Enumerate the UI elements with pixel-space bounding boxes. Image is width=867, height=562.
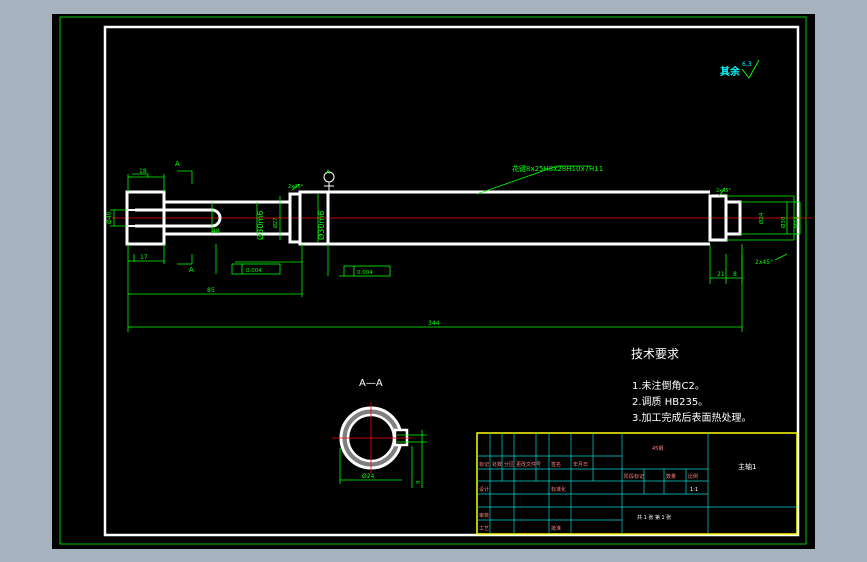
dim-right-dia-1: Ø30	[780, 216, 787, 228]
dim-left-dia: Ø40	[106, 211, 113, 224]
tb-sheet-note: 共 1 张 第 1 张	[637, 514, 671, 521]
dim-journal-1: Ø30m6	[255, 211, 265, 240]
left-end-segment	[125, 190, 166, 246]
tb-label-change: 更改文件号	[516, 461, 541, 468]
title-block: 标记 处数 分区 更改文件号 签名 年月日 设计 标准化 审核 工艺 批准 阶段…	[476, 432, 798, 535]
section-label: A—A	[359, 378, 383, 389]
shaft-drawing: 其余 6.3	[59, 16, 812, 545]
dim-total: 344	[428, 320, 440, 327]
tb-part-name: 主轴1	[738, 462, 756, 471]
section-keyway	[393, 428, 409, 447]
outer-frame	[59, 16, 807, 545]
tech-title: 技术要求	[631, 347, 679, 361]
section-dim-depth: Ø24	[362, 473, 375, 480]
tech-item-1: 1.未注倒角C2。	[632, 379, 705, 392]
tb-label-count: 处数	[492, 461, 502, 468]
tb-qty: 数量	[666, 473, 676, 480]
dim-right-dia-3: M24	[794, 216, 800, 228]
dim-journal-2: Ø30m6	[316, 211, 326, 240]
keyway-slot	[135, 208, 222, 228]
cad-viewport[interactable]: 其余 6.3	[52, 14, 815, 549]
journal-2-segment	[298, 190, 330, 246]
tb-label-zone: 分区	[504, 461, 514, 468]
tb-label-sign: 签名	[551, 461, 561, 468]
tb-scale-label: 比例	[688, 473, 698, 480]
tb-approve: 批准	[551, 525, 561, 532]
tb-material: 45钢	[652, 445, 663, 452]
section-marker-bottom: A	[189, 266, 194, 274]
tolerance-frame-1: 0.004	[231, 263, 281, 275]
section-dim-key: 9	[416, 480, 422, 484]
surface-finish-note: 其余 6.3	[720, 59, 760, 79]
dim-span-85: 85	[207, 287, 215, 294]
dim-right-dia-2: Ø24	[758, 212, 765, 224]
tb-check: 审核	[479, 512, 489, 519]
tb-stage: 阶段标记	[624, 473, 644, 480]
tb-process: 工艺	[479, 526, 489, 532]
dim-right-1: 21	[717, 271, 725, 278]
dimension-lines	[110, 165, 801, 332]
dim-left-len: 18	[139, 168, 147, 175]
dim-section-dia: Ø27	[272, 218, 279, 228]
shaft-body	[125, 190, 742, 246]
tech-item-2: 2.调质 HB235。	[632, 396, 708, 408]
finish-value: 6.3	[742, 61, 752, 68]
dim-slot-len: 17	[140, 254, 148, 261]
dim-chamfer-2: 2x45°	[716, 188, 732, 194]
dim-slot-width: 48	[212, 228, 220, 235]
section-view: Ø24 9	[332, 402, 427, 488]
inner-frame	[103, 25, 800, 537]
tb-label-mark: 标记	[479, 461, 489, 468]
tb-label-date: 年月日	[573, 461, 588, 468]
tb-standard: 标准化	[551, 486, 566, 493]
tol-1-value: 0.004	[246, 268, 262, 274]
section-marker-top: A	[175, 160, 180, 168]
dim-chamfer-1: 2x45°	[288, 184, 304, 190]
tolerance-frame-2: 0.004	[343, 265, 391, 277]
dim-chamfer-3: 2x45°	[755, 259, 773, 266]
dimension-texts: 18 17 85 344 48 21 8 2x45° 2x45° 2x45° Ø…	[106, 164, 800, 327]
datum-label: A	[326, 169, 331, 176]
tb-design: 设计	[479, 486, 489, 493]
roughness-symbol-icon	[741, 59, 760, 79]
tb-scale-value: 1:1	[690, 487, 698, 493]
spline-note: 花键8x25H8x28H10x7H11	[512, 164, 603, 173]
tech-item-3: 3.加工完成后表面热处理。	[632, 411, 752, 424]
finish-label: 其余	[720, 65, 741, 78]
dim-right-2: 8	[733, 271, 737, 278]
right-end	[724, 200, 742, 236]
tol-2-value: 0.004	[357, 270, 373, 276]
